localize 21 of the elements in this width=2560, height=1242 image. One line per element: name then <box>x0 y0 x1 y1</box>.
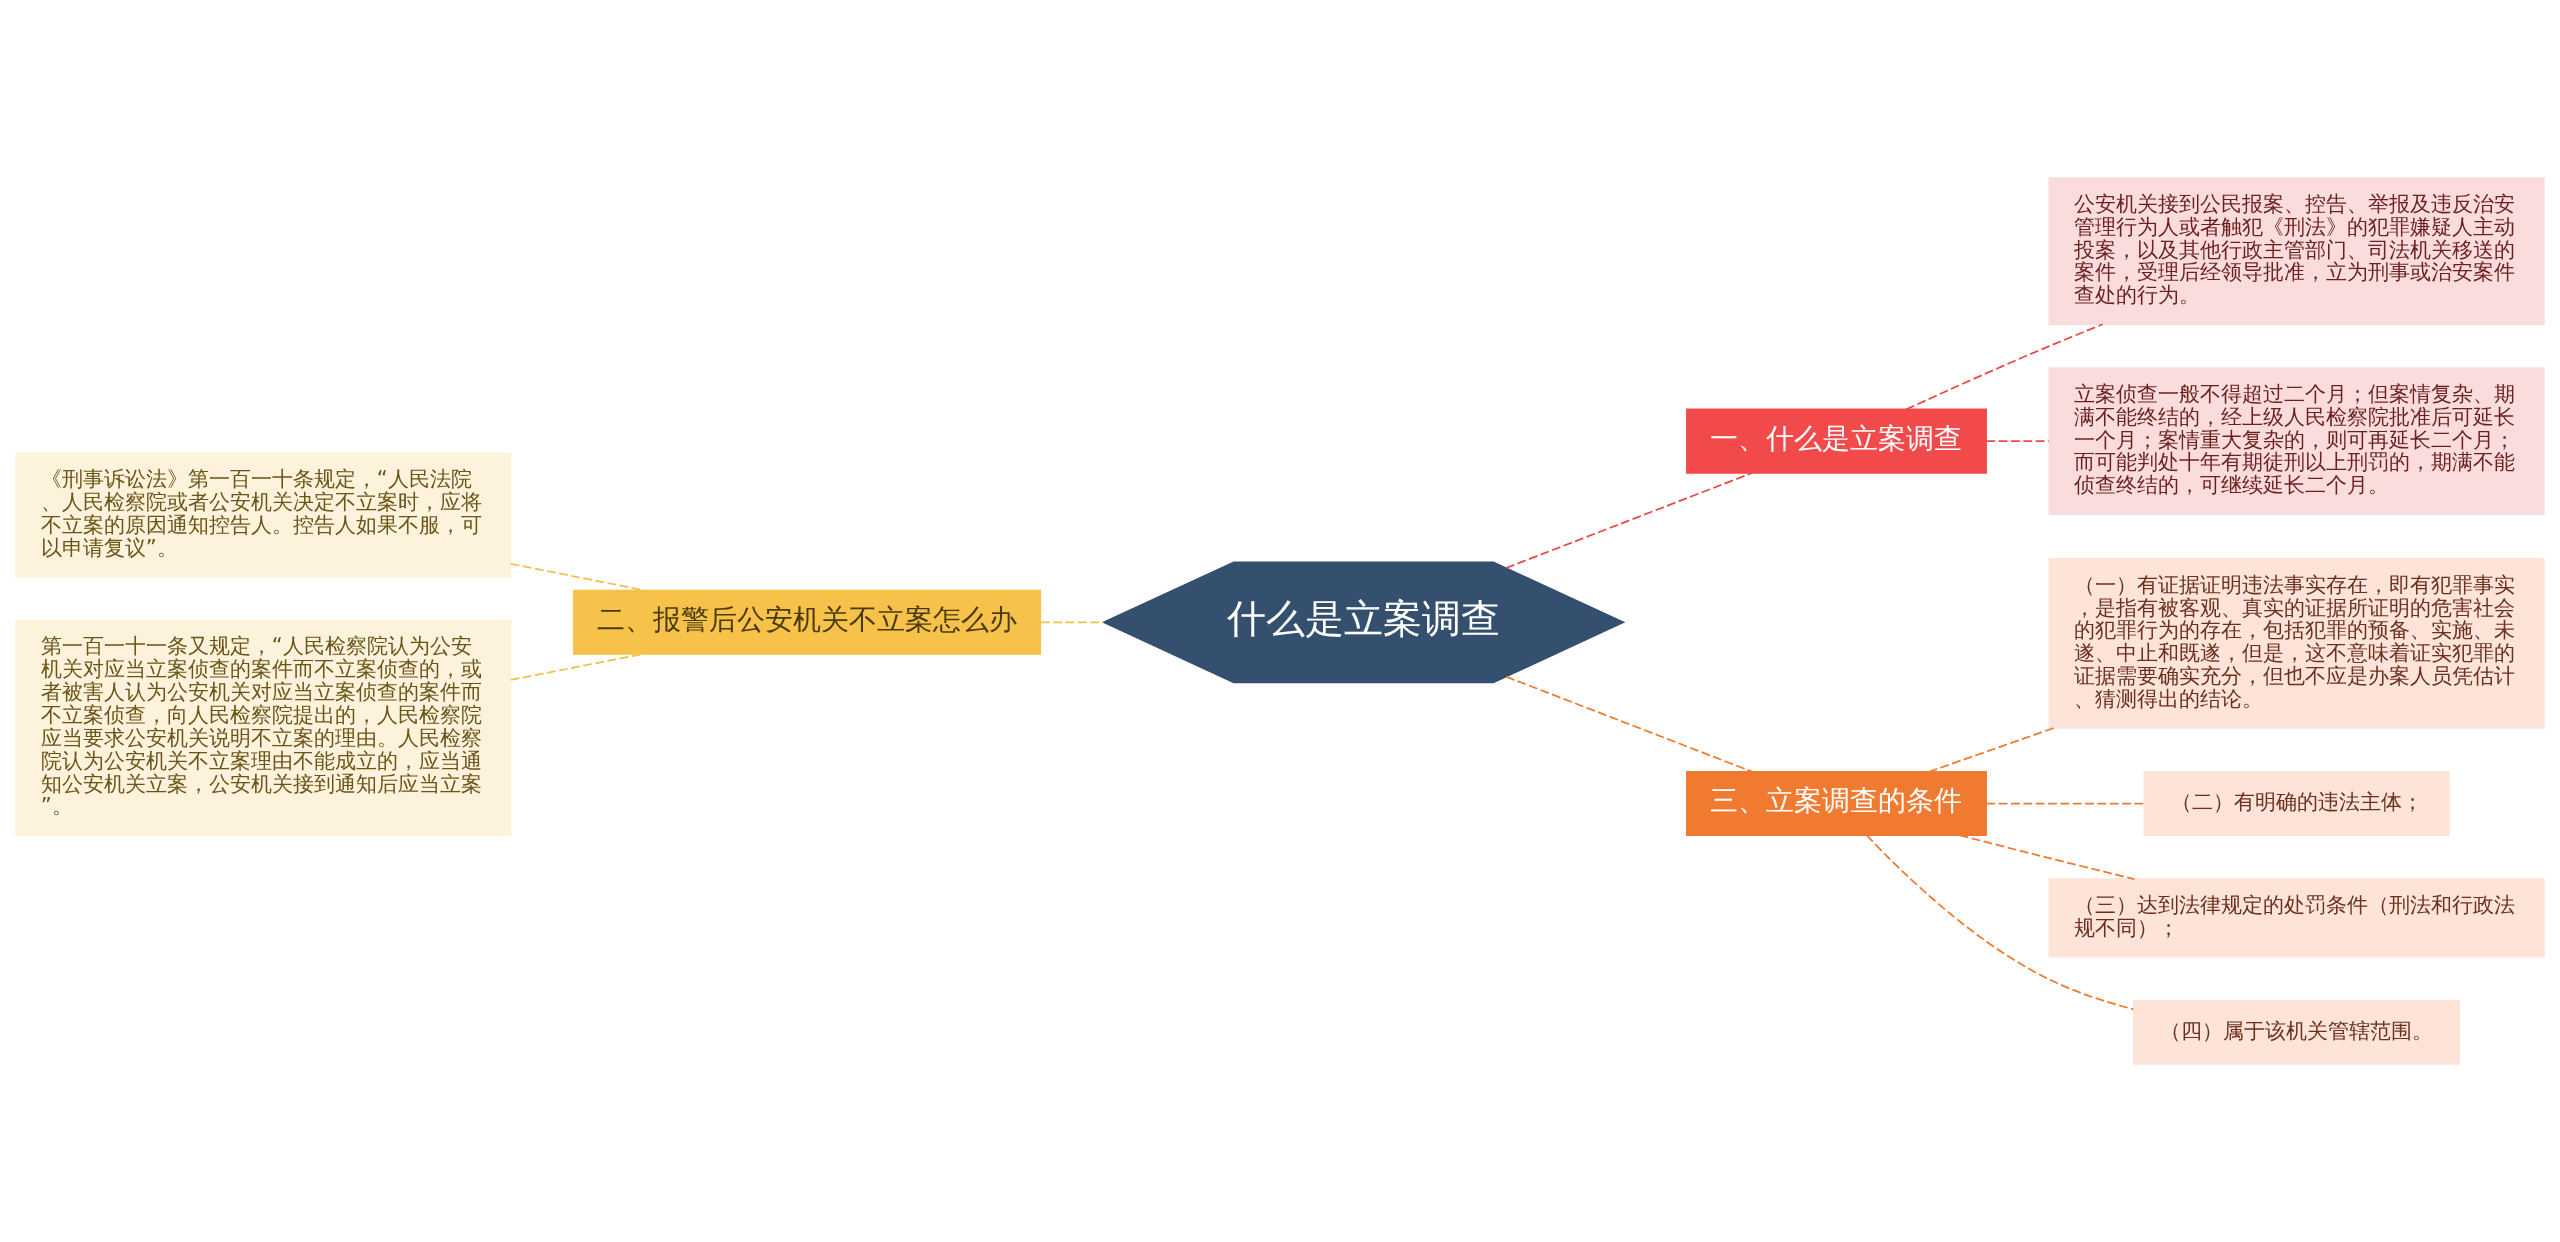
node-box: 第一百一十一条又规定，“人民检察院认为公安机关对应当立案侦查的案件而不立案侦查的，或者被害人认为公安机关对应当立案侦查的案件而不立案侦查，向人民检察院提出的，人民检察院应当要求公安机关说明不立案的理由。人民检察院认为公安机关不立案理由不能成立的，应当通知公安机关立案，公安机关接到通知后应当立案”。 <box>15 619 512 837</box>
node-box: 公安机关接到公民报案、控告、举报及违反治安管理行为人或者触犯《刑法》的犯罪嫌疑人主动投案，以及其他行政主管部门、司法机关移送的案件，受理后经领导批准，立为刑事或治安案件查处的行为。 <box>2048 177 2545 325</box>
connector <box>1866 834 2135 1011</box>
node-box: （三）达到法律规定的处罚条件（刑法和行政法规不同）； <box>2048 878 2545 958</box>
node-box: 立案侦查一般不得超过二个月；但案情复杂、期满不能终结的，经上级人民检察院批准后可延长一个月；案情重大复杂的，则可再延长二个月；而可能判处十年有期徒刑以上刑罚的，期满不能侦查终结的，可继续延长二个月。 <box>2048 367 2545 515</box>
connector <box>1928 727 2055 773</box>
connector <box>1505 471 1754 569</box>
connector <box>1040 621 1105 624</box>
node-box: （四）属于该机关管辖范围。 <box>2133 999 2461 1065</box>
connector <box>1985 440 2050 442</box>
node-box: （一）有证据证明违法事实存在，即有犯罪事实，是指有被客观、真实的证据所证明的危害社会的犯罪行为的存在，包括犯罪的预备、实施、未遂、中止和既遂，但是，这不意味着证实犯罪的证据需要确实充分，但也不应是办案人员凭估计、猜测得出的结论。 <box>2048 558 2545 729</box>
node-box: 二、报警后公安机关不立案怎么办 <box>573 589 1042 655</box>
connector <box>1905 323 2104 411</box>
node-box: 一、什么是立案调查 <box>1686 408 1987 474</box>
connector <box>1985 802 2146 805</box>
node-box: （二）有明确的违法主体； <box>2143 771 2450 837</box>
connector <box>509 562 647 592</box>
node-box: 《刑事诉讼法》第一百一十条规定，“人民法院、人民检察院或者公安机关决定不立案时，应将不立案的原因通知控告人。控告人如果不服，可以申请复议”。 <box>15 452 512 578</box>
connector <box>1959 834 2136 880</box>
node-box: 三、立案调查的条件 <box>1686 771 1987 837</box>
connector <box>1505 675 1754 773</box>
